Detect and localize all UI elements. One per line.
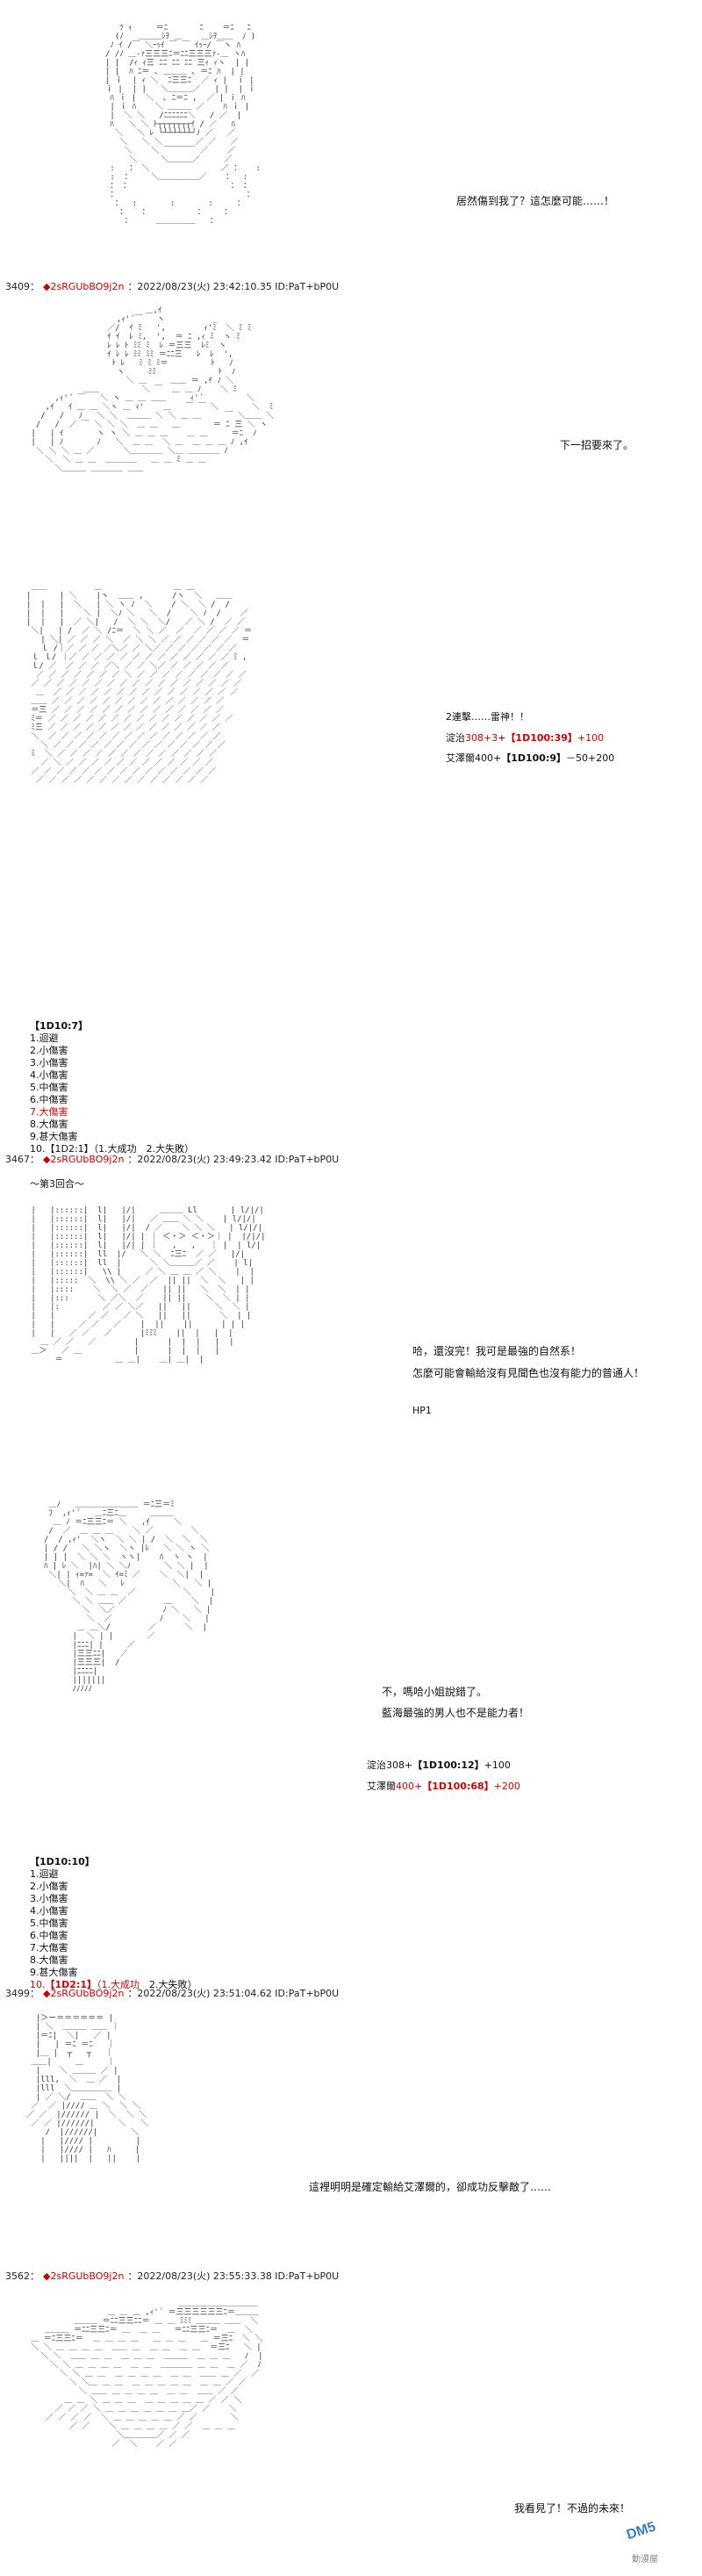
ascii-art-panel-6: |＞ー＝＝＝＝＝＝ | | ＼ ＿＿＿ ＿＿ ｜ |＝ﾆ| ＼| ／ | | |… xyxy=(26,2014,148,2163)
roll-bonus: +100 xyxy=(484,1759,511,1771)
dialogue-line: 不，嗎哈小姐說錯了。 xyxy=(382,1686,488,1698)
roll-name: 淀治308+ xyxy=(367,1759,413,1771)
post-header: 3467： ◆2sRGUbBO9j2n：2022/08/23(火) 23:49:2… xyxy=(5,1152,339,1166)
dialogue-line: 哈，還沒完！我可是最強的自然系！ xyxy=(412,1345,582,1357)
tripcode: ◆2sRGUbBO9j2n xyxy=(43,1154,125,1165)
table-title: 【1D10:7】 xyxy=(30,1020,89,1032)
roll-bonus: 400+ xyxy=(396,1781,423,1792)
roll-bonus: －50+200 xyxy=(566,752,615,764)
damage-table: 【1D10:7】 1.迴避 2.小傷害 3.小傷害 4.小傷害 5.中傷害 6.… xyxy=(30,1020,194,1155)
roll-line-1: 淀治308+3+【1D100:39】+100 xyxy=(446,730,604,745)
table-title: 【1D10:10】 xyxy=(30,1856,95,1867)
ascii-art-panel-5: ＿ﾉ ＿＿＿＿＿＿＿＿ ＝ﾆ三＝ﾐ ﾌ ,ｨ'´ ＿ﾆ三ﾆ＿ ＿＿＿ ＿ ﾉ ＝… xyxy=(44,1500,215,1694)
list-item: 4.小傷害 xyxy=(30,1069,68,1081)
tripcode: ◆2sRGUbBO9j2n xyxy=(43,2270,125,2282)
dialogue-line: 我看見了！不過的未來！ xyxy=(514,2502,631,2515)
dice-roll: 【1D100:39】 xyxy=(505,732,577,744)
damage-table: 【1D10:10】 1.迴避 2.小傷害 3.小傷害 4.小傷害 5.中傷害 6… xyxy=(30,1856,197,1991)
round-label: ～第3回合～ xyxy=(30,1178,84,1190)
dice-roll: 【1D100:9】 xyxy=(501,752,567,764)
list-item: 3.小傷害 xyxy=(30,1893,68,1904)
ascii-art-panel-3: ＿＿ ＿ ＿ ＿ | | ＼ |ヽ ＿＿ , /ヽ ＼ ＿＿ | | | ＼ |… xyxy=(26,583,252,785)
post-meta: ：2022/08/23(火) 23:51:04.62 ID:PaT+bP0U xyxy=(127,1988,340,1999)
dialogue-line: 藍海最強的男人也不是能力者！ xyxy=(382,1707,530,1719)
list-item: 6.中傷害 xyxy=(30,1094,68,1105)
roll-line-2: 艾澤爾400+【1D100:9】－50+200 xyxy=(446,751,614,765)
post-header: 3409： ◆2sRGUbBO9j2n：2022/08/23(火) 23:42:1… xyxy=(5,279,339,293)
ascii-art-panel-4: | |::::::| l| |/| ＿＿＿ Ll | l/|/| | |::::… xyxy=(31,1206,266,1364)
roll-name: 淀治 xyxy=(446,732,465,744)
list-item: 1.迴避 xyxy=(30,1033,59,1044)
list-item: 3.小傷害 xyxy=(30,1057,68,1069)
roll-name: 艾澤爾 xyxy=(367,1781,396,1792)
dice-roll: 【1D2:1】 xyxy=(45,1979,97,1990)
dice-roll: 【1D100:12】 xyxy=(412,1759,484,1771)
dialogue-line: 怎麼可能會輸給沒有見聞色也沒有能力的普通人！ xyxy=(412,1367,645,1379)
list-item: 7.大傷害 xyxy=(30,1942,68,1954)
ascii-art-panel-1: ﾂ ｨ ＝ﾆ ￣ﾆ ＝ﾆ ﾆ (ﾉ ＿＿＿ｼｦ ＿ ＿ｼｦ＿＿ ﾉ ) ﾉ ｲ … xyxy=(105,24,261,226)
ascii-art-panel-7: ＿＿＿＿＿＿＿＿＿＿ ＿ ＿ ＿ ,ｨ'´ ＝三三三三三三ﾆ＝＿＿＿ ＿＿＿ ＝… xyxy=(31,2299,263,2449)
list-item: 8.大傷害 xyxy=(30,1954,68,1966)
list-item: 6.中傷害 xyxy=(30,1930,68,1941)
tripcode: ◆2sRGUbBO9j2n xyxy=(43,281,125,292)
dialogue-line: 2連擊……雷神！！ xyxy=(446,711,529,723)
roll-bonus: +100 xyxy=(577,732,605,744)
dice-roll: 【1D100:68】 xyxy=(422,1781,494,1792)
roll-bonus: 308+3 xyxy=(465,732,498,744)
dialogue-line: 下一招要來了。 xyxy=(560,439,634,451)
tripcode: ◆2sRGUbBO9j2n xyxy=(43,1988,125,1999)
outcome-b: 2.大失敗） xyxy=(149,1979,197,1990)
roll-plus: + xyxy=(498,732,506,744)
list-item: 2.小傷害 xyxy=(30,1045,68,1056)
post-header: 3499： ◆2sRGUbBO9j2n：2022/08/23(火) 23:51:0… xyxy=(5,1986,339,2000)
post-number[interactable]: 3499： xyxy=(5,1988,39,1999)
post-header: 3562： ◆2sRGUbBO9j2n：2022/08/23(火) 23:55:3… xyxy=(5,2269,339,2283)
list-item: 4.小傷害 xyxy=(30,1905,68,1917)
roll-bonus: +200 xyxy=(493,1781,520,1792)
ascii-art-panel-2: ＿,ｲ ,ｨ'´￣ ヽ _ ／/ ｲ ﾐ ', ｨ'ﾐ ＼ ﾐ ﾐ ｲ ｲ ﾚ … xyxy=(31,306,275,473)
list-item: 7.大傷害 xyxy=(30,1106,68,1118)
watermark-text: 動漫屋 xyxy=(632,2555,658,2565)
post-meta: ：2022/08/23(火) 23:55:33.38 ID:PaT+bP0U xyxy=(127,2270,340,2282)
list-item: 10.【1D2:1】（1.大成功 2.大失敗） xyxy=(30,1143,195,1155)
list-item: 8.大傷害 xyxy=(30,1119,68,1130)
post-number[interactable]: 3409： xyxy=(5,281,39,292)
post-number[interactable]: 3467： xyxy=(5,1154,39,1165)
post-meta: ：2022/08/23(火) 23:49:23.42 ID:PaT+bP0U xyxy=(127,1154,340,1165)
roll-name: 艾澤爾400+ xyxy=(446,752,502,764)
roll-line-2: 艾澤爾400+【1D100:68】+200 xyxy=(367,1779,520,1793)
list-item: 5.中傷害 xyxy=(30,1918,68,1929)
dialogue-line: 居然傷到我了？這怎麼可能……！ xyxy=(456,195,615,207)
dialogue-line: 這裡明明是確定輸給艾澤爾的，卻成功反擊敵了…… xyxy=(309,2181,552,2193)
list-item: 1.迴避 xyxy=(30,1868,59,1880)
watermark: DM5 動漫屋 xyxy=(625,2520,658,2565)
post-meta: ：2022/08/23(火) 23:42:10.35 ID:PaT+bP0U xyxy=(127,281,340,292)
list-item: 9.甚大傷害 xyxy=(30,1967,78,1978)
roll-line-1: 淀治308+【1D100:12】+100 xyxy=(367,1758,511,1772)
list-item: 5.中傷害 xyxy=(30,1082,68,1093)
item-number: 10. xyxy=(30,1979,46,1990)
list-item-last: 10.【1D2:1】（1.大成功 2.大失敗） xyxy=(30,1979,197,1991)
hp-label: HP1 xyxy=(412,1405,432,1416)
post-number[interactable]: 3562： xyxy=(5,2270,39,2282)
watermark-logo: DM5 xyxy=(625,2519,658,2544)
list-item: 9.甚大傷害 xyxy=(30,1131,78,1142)
outcome-a: （1.大成功 xyxy=(97,1979,140,1990)
list-item: 2.小傷害 xyxy=(30,1881,68,1892)
